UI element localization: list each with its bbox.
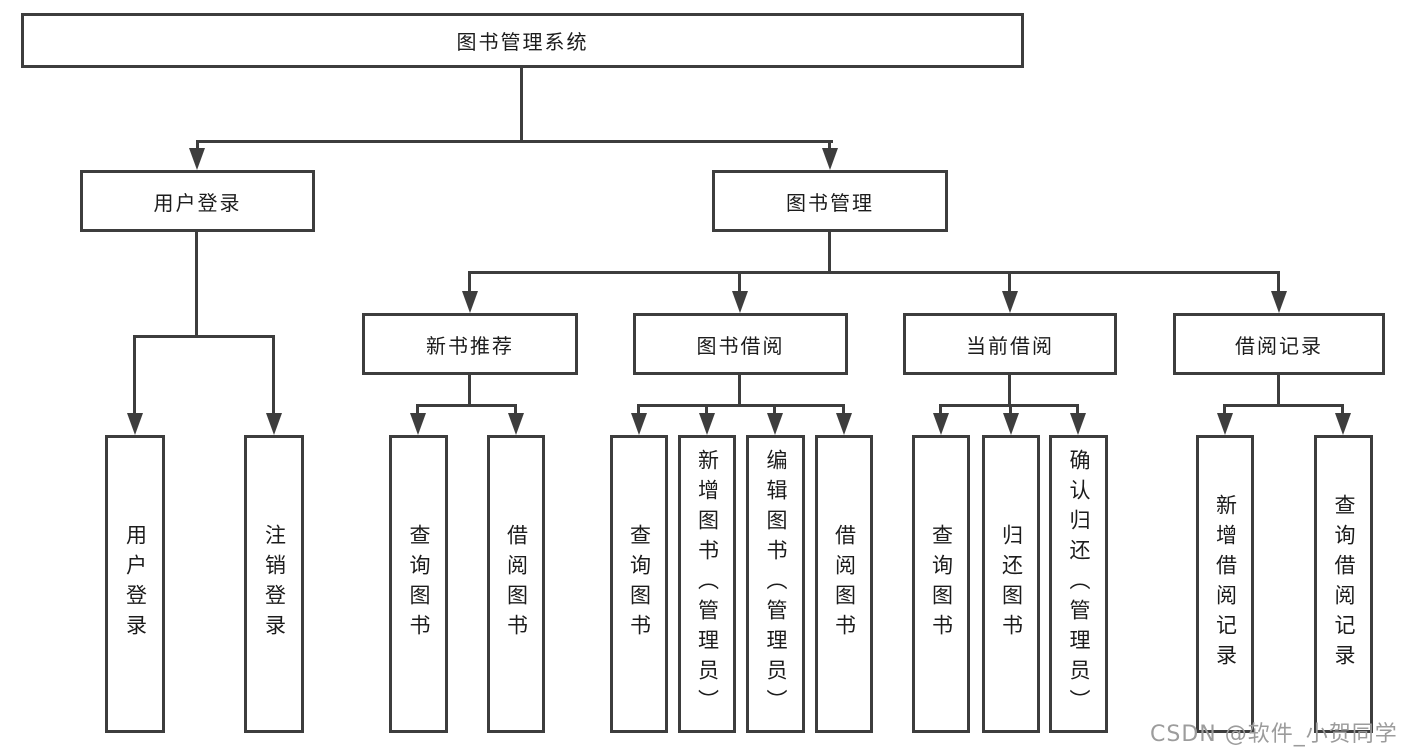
arrowhead-icon	[1335, 413, 1351, 435]
connector-line	[828, 232, 831, 274]
leaf-user-login: 用户登录	[105, 435, 165, 733]
node-label: 查询图书	[627, 524, 652, 644]
leaf-borrow-books: 借阅图书	[815, 435, 873, 733]
node-library-management-system: 图书管理系统	[21, 13, 1024, 68]
leaf-edit-books-admin: 编辑图书（管理员）	[746, 435, 805, 733]
node-label: 编辑图书（管理员）	[764, 449, 789, 719]
node-label: 用户登录	[123, 524, 148, 644]
connector-line	[134, 335, 275, 338]
arrowhead-icon	[1003, 413, 1019, 435]
node-label: 图书管理	[786, 190, 874, 215]
connector-line	[468, 271, 471, 293]
csdn-watermark: CSDN @软件_小贺同学	[1150, 722, 1398, 747]
arrowhead-icon	[1002, 291, 1018, 313]
connector-line	[939, 404, 942, 416]
node-label: 用户登录	[153, 190, 242, 215]
leaf-add-books-admin: 新增图书（管理员）	[678, 435, 736, 733]
node-borrow-records: 借阅记录	[1173, 313, 1385, 375]
node-book-management: 图书管理	[712, 170, 948, 232]
node-label: 新增图书（管理员）	[695, 449, 720, 719]
connector-line	[1008, 271, 1011, 293]
connector-line	[637, 404, 640, 416]
arrowhead-icon	[1070, 413, 1086, 435]
connector-line	[416, 404, 419, 416]
connector-line	[1009, 404, 1012, 416]
connector-line	[842, 404, 845, 416]
connector-line	[514, 404, 517, 416]
node-user-login: 用户登录	[80, 170, 315, 232]
connector-line	[1277, 375, 1280, 407]
leaf-query-books-borrow: 查询图书	[610, 435, 668, 733]
node-label: 当前借阅	[966, 333, 1054, 358]
arrowhead-icon	[822, 148, 838, 170]
arrowhead-icon	[836, 413, 852, 435]
node-label: 借阅记录	[1235, 333, 1323, 358]
arrowhead-icon	[127, 413, 143, 435]
connector-line	[195, 232, 198, 338]
arrowhead-icon	[266, 413, 282, 435]
node-label: 新书推荐	[426, 333, 514, 358]
leaf-add-borrow-record: 新增借阅记录	[1196, 435, 1254, 733]
connector-line	[417, 404, 517, 407]
arrowhead-icon	[410, 413, 426, 435]
connector-line	[520, 68, 523, 140]
connector-line	[1224, 404, 1344, 407]
node-new-book-recommend: 新书推荐	[362, 313, 578, 375]
node-label: 图书借阅	[696, 333, 785, 358]
node-label: 确认归还（管理员）	[1067, 449, 1092, 719]
arrowhead-icon	[1217, 413, 1233, 435]
leaf-return-books: 归还图书	[982, 435, 1040, 733]
connector-line	[1223, 404, 1226, 416]
connector-line	[1076, 404, 1079, 416]
connector-line	[468, 375, 471, 407]
connector-line	[1341, 404, 1344, 416]
connector-line	[738, 375, 741, 407]
arrowhead-icon	[699, 413, 715, 435]
connector-line	[196, 140, 833, 143]
connector-line	[828, 140, 831, 152]
node-label: 图书管理系统	[456, 30, 589, 54]
connector-line	[773, 404, 776, 416]
leaf-logout: 注销登录	[244, 435, 304, 733]
node-label: 借阅图书	[832, 524, 857, 644]
connector-line	[705, 404, 708, 416]
arrowhead-icon	[732, 291, 748, 313]
connector-line	[738, 271, 741, 293]
leaf-query-books-current: 查询图书	[912, 435, 970, 733]
leaf-confirm-return-admin: 确认归还（管理员）	[1049, 435, 1108, 733]
node-label: 查询借阅记录	[1332, 494, 1357, 674]
leaf-query-books-recommend: 查询图书	[389, 435, 448, 733]
leaf-borrow-books-recommend: 借阅图书	[487, 435, 545, 733]
connector-line	[272, 335, 275, 415]
arrowhead-icon	[1271, 291, 1287, 313]
node-label: 查询图书	[407, 524, 432, 644]
connector-line	[1008, 375, 1011, 407]
connector-line	[196, 140, 199, 152]
arrowhead-icon	[767, 413, 783, 435]
node-label: 归还图书	[999, 524, 1024, 644]
arrowhead-icon	[631, 413, 647, 435]
leaf-query-borrow-record: 查询借阅记录	[1314, 435, 1373, 733]
connector-line	[1277, 271, 1280, 293]
arrowhead-icon	[508, 413, 524, 435]
arrowhead-icon	[462, 291, 478, 313]
node-current-borrow: 当前借阅	[903, 313, 1117, 375]
node-label: 借阅图书	[504, 524, 529, 644]
node-book-borrow: 图书借阅	[633, 313, 848, 375]
connector-line	[638, 404, 845, 407]
arrowhead-icon	[933, 413, 949, 435]
connector-line	[468, 271, 1280, 274]
node-label: 查询图书	[929, 524, 954, 644]
node-label: 注销登录	[262, 524, 287, 644]
arrowhead-icon	[189, 148, 205, 170]
node-label: 新增借阅记录	[1213, 494, 1238, 674]
connector-line	[133, 335, 136, 415]
